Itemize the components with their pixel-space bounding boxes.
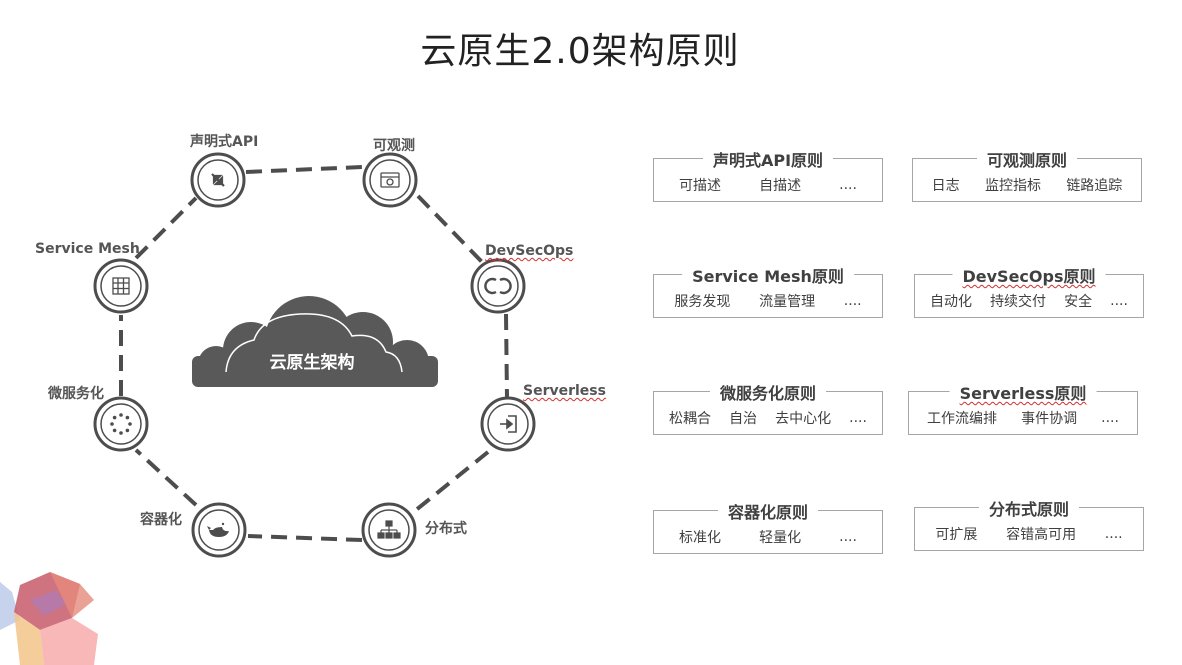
node-distributed [361, 502, 417, 558]
architecture-diagram [93, 152, 536, 558]
node-containerization [191, 502, 247, 558]
node-microservices [93, 396, 149, 452]
node-label-service-mesh: Service Mesh [35, 241, 140, 257]
card-title: Service Mesh原则 [682, 263, 854, 287]
card-title: 可观测原则 [976, 147, 1078, 171]
node-label-devsecops: DevSecOps [485, 243, 574, 259]
card-item: 事件协调 [1021, 411, 1078, 427]
arrows-icon [211, 173, 225, 187]
card-title: Serverless原则 [949, 380, 1097, 404]
card-item: .... [839, 177, 857, 193]
connector-api-observe [245, 165, 363, 174]
node-service-mesh [93, 258, 149, 314]
browser-window-icon [380, 172, 400, 188]
card-item: 工作流编排 [927, 411, 998, 427]
node-label-distributed: 分布式 [425, 521, 467, 537]
node-label-observability: 可观测 [373, 138, 415, 154]
cycle-icon [484, 277, 512, 295]
whale-icon [207, 522, 229, 537]
card-item: 松耦合 [669, 411, 712, 427]
card-item: .... [849, 410, 867, 426]
node-declarative-api [190, 152, 246, 208]
node-label-containerization: 容器化 [140, 512, 182, 528]
node-label-serverless: Serverless [523, 383, 606, 399]
connector-devsecops-serverless [504, 313, 509, 399]
card-devsecops: DevSecOps原则 自动化 持续交付 安全 .... [914, 263, 1144, 318]
card-item: 自描述 [759, 178, 802, 194]
card-item: 日志 [931, 178, 960, 194]
card-service-mesh: Service Mesh原则 服务发现 流量管理 .... [653, 263, 883, 318]
decorative-cubes [0, 572, 98, 665]
node-devsecops [470, 258, 526, 314]
cloud-shape [192, 296, 438, 387]
connector-mesh-api [134, 196, 198, 260]
card-declarative-api: 声明式API原则 可描述 自描述 .... [653, 147, 883, 202]
card-item: .... [1110, 293, 1128, 309]
grid-icon [112, 277, 130, 295]
card-item: 链路追踪 [1066, 178, 1123, 194]
connector-observe-devsecops [416, 194, 484, 264]
connector-serverless-distributed [414, 450, 490, 512]
connector-distributed-container [247, 534, 363, 542]
card-item: 安全 [1064, 294, 1093, 310]
card-item: 轻量化 [759, 530, 802, 546]
connector-container-micro [134, 448, 198, 507]
card-title: 容器化原则 [717, 499, 819, 523]
card-item: .... [839, 529, 857, 545]
ring-connectors [119, 165, 509, 542]
card-item: 可描述 [679, 178, 722, 194]
dots-circle-icon [110, 413, 132, 435]
card-item: 可扩展 [935, 527, 978, 543]
card-item: 去中心化 [775, 411, 832, 427]
card-distributed: 分布式原则 可扩展 容错高可用 .... [914, 496, 1144, 551]
card-observability: 可观测原则 日志 监控指标 链路追踪 [912, 147, 1142, 202]
card-title: DevSecOps原则 [952, 263, 1106, 287]
card-containerization: 容器化原则 标准化 轻量化 .... [653, 499, 883, 554]
sitemap-icon [377, 520, 401, 539]
node-observability [362, 152, 418, 208]
card-item: .... [843, 293, 862, 309]
card-item: 容错高可用 [1006, 527, 1077, 543]
page-title: 云原生2.0架构原则 [420, 31, 740, 72]
card-item: 监控指标 [984, 178, 1041, 194]
card-item: .... [1101, 410, 1119, 426]
sign-in-icon [500, 415, 517, 433]
card-item: 自动化 [930, 294, 973, 310]
card-title: 分布式原则 [978, 496, 1080, 520]
node-label-declarative-api: 声明式API [190, 134, 259, 150]
card-item: 服务发现 [674, 294, 731, 310]
card-title: 微服务化原则 [709, 380, 827, 404]
cloud-label: 云原生架构 [269, 353, 355, 373]
card-item: 持续交付 [990, 294, 1047, 310]
cloud-highlight [225, 313, 403, 373]
card-item: 流量管理 [759, 294, 816, 310]
card-serverless: Serverless原则 工作流编排 事件协调 .... [908, 380, 1138, 435]
node-serverless [480, 396, 536, 452]
card-microservices: 微服务化原则 松耦合 自治 去中心化 .... [653, 380, 883, 435]
card-title: 声明式API原则 [702, 147, 834, 171]
card-item: .... [1104, 526, 1123, 542]
node-label-microservices: 微服务化 [48, 386, 104, 402]
card-item: 标准化 [679, 530, 722, 546]
card-item: 自治 [729, 411, 758, 427]
